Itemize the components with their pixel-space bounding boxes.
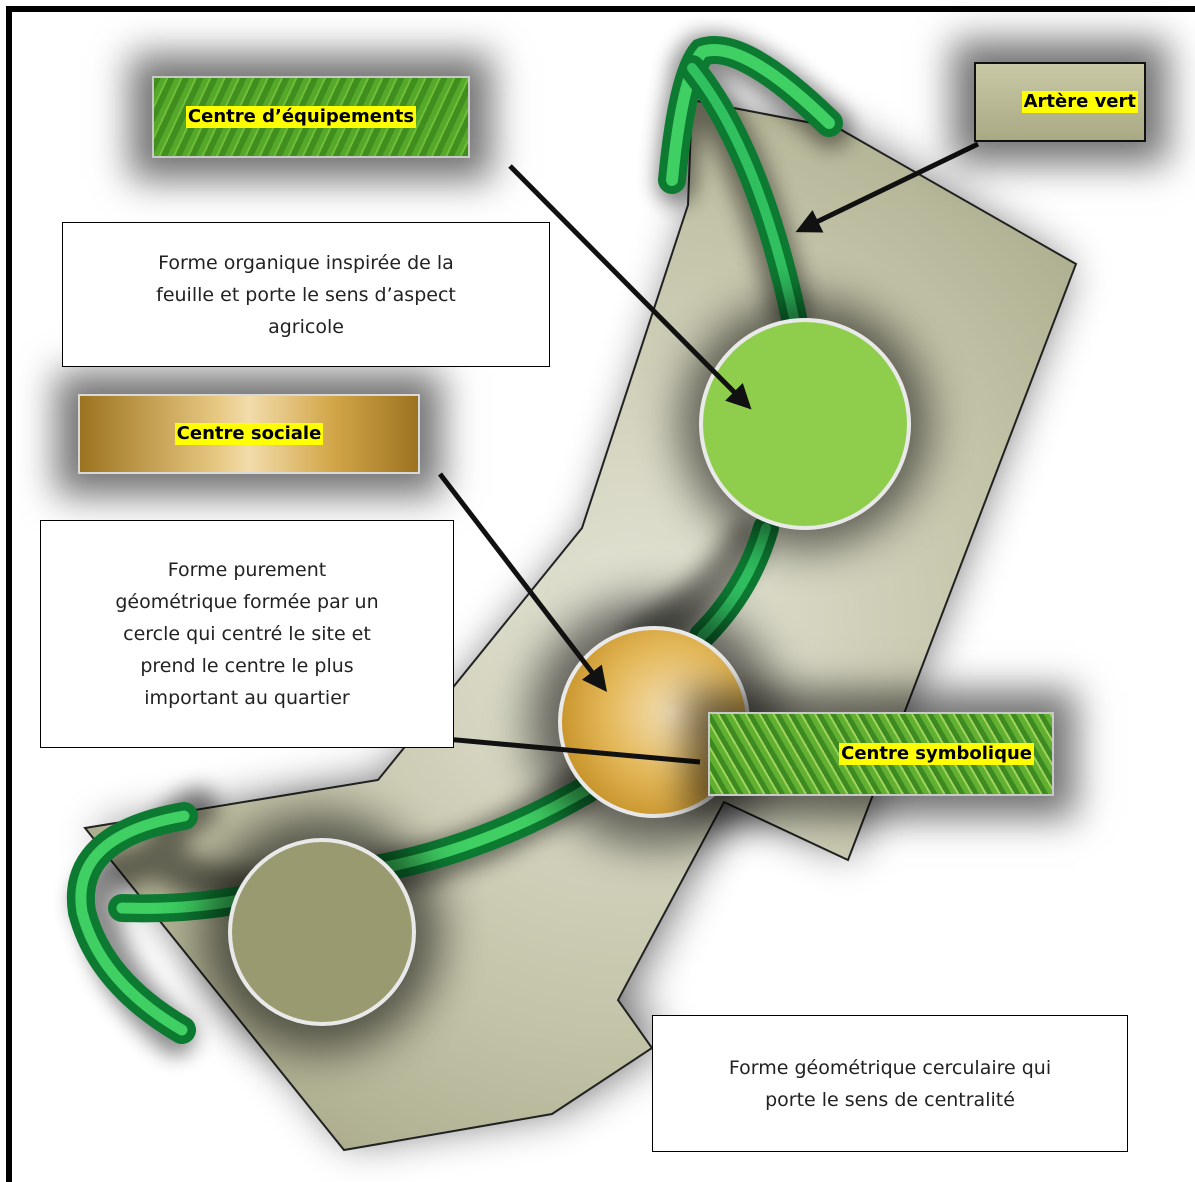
arrow-sociale <box>438 472 608 692</box>
label-artere-vert: Artère vert <box>974 62 1146 142</box>
centre-equipements-circle <box>699 318 911 530</box>
arrow-equipements <box>508 164 752 410</box>
label-centre-sociale-text: Centre sociale <box>174 423 324 445</box>
description-forme-cerculaire: Forme géométrique cerculaire qui porte l… <box>652 1015 1128 1152</box>
centre-symbolique-circle <box>228 838 416 1026</box>
label-centre-symbolique-text: Centre symbolique <box>839 743 1034 765</box>
label-centre-equipements: Centre d’équipements <box>152 76 470 158</box>
arrow-artere <box>795 141 980 233</box>
label-centre-symbolique: Centre symbolique <box>708 712 1054 796</box>
label-artere-vert-text: Artère vert <box>1021 91 1138 113</box>
description-forme-organique: Forme organique inspirée de la feuille e… <box>62 222 550 367</box>
description-forme-cerculaire-text: Forme géométrique cerculaire qui porte l… <box>728 1056 1052 1111</box>
description-forme-organique-text: Forme organique inspirée de la feuille e… <box>156 251 456 338</box>
green-artery-highlight <box>666 44 835 186</box>
description-forme-geometrique-text: Forme purement géométrique formée par un… <box>115 559 379 709</box>
label-centre-sociale: Centre sociale <box>78 394 420 474</box>
label-centre-equipements-text: Centre d’équipements <box>185 106 417 128</box>
description-forme-geometrique: Forme purement géométrique formée par un… <box>40 520 454 748</box>
